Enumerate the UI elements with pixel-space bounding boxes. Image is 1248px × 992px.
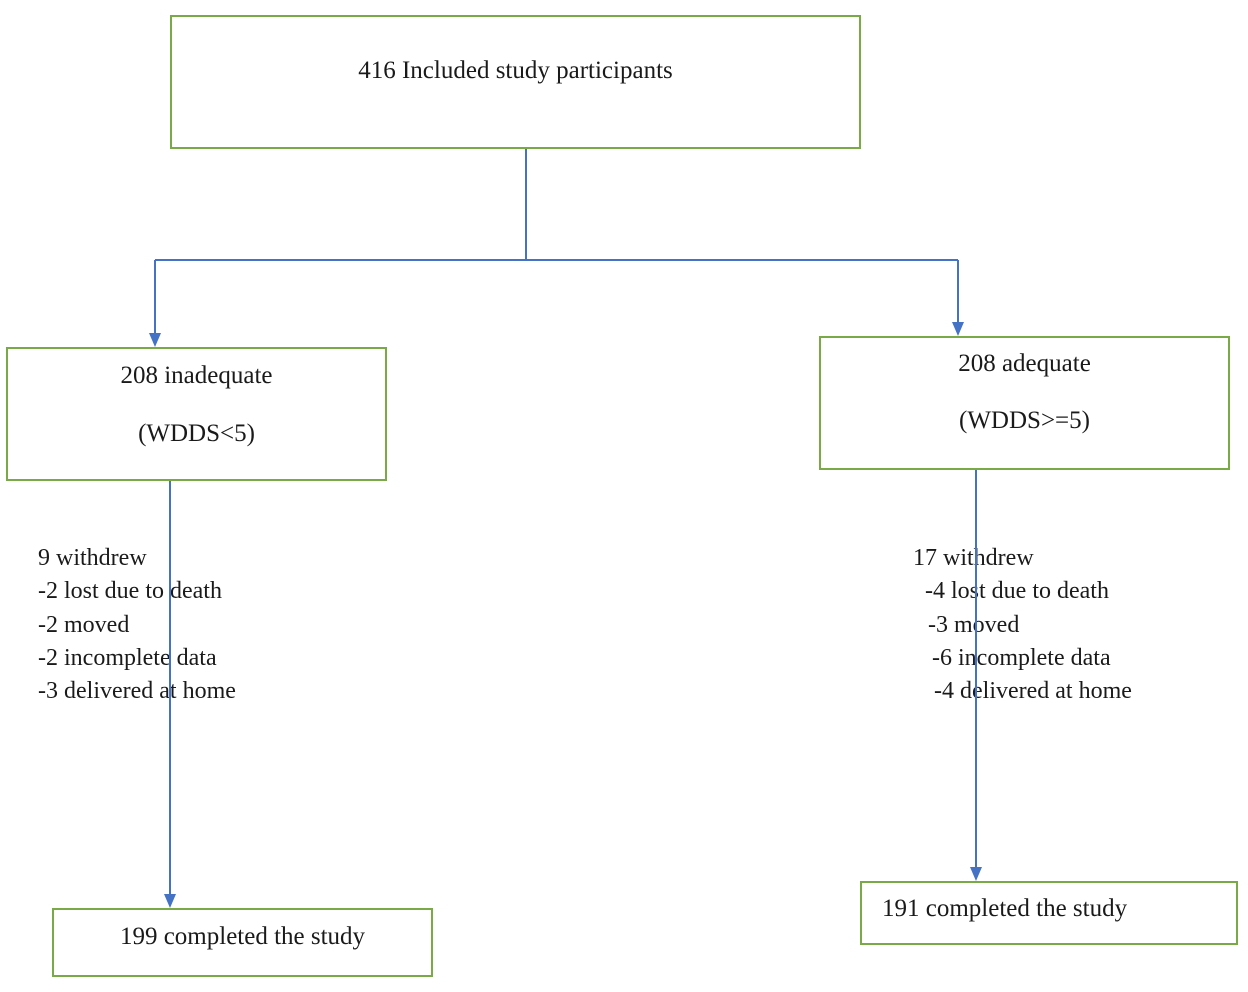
left-withdrawn-item: -2 moved (38, 611, 130, 638)
right-withdrawn-item: -4 delivered at home (934, 678, 1132, 705)
right-withdrawn-item: -6 incomplete data (932, 644, 1111, 671)
right-completed-label: 191 completed the study (882, 895, 1128, 922)
left-withdrawn-header: 9 withdrew (38, 545, 147, 571)
top-box-included-participants: 416 Included study participants (170, 15, 861, 149)
right-withdrawn-header: 17 withdrew (913, 545, 1034, 571)
left-group-arrowhead-icon (149, 333, 161, 347)
left-withdrawn-item: -2 lost due to death (38, 578, 222, 605)
left-completed-label: 199 completed the study (119, 923, 366, 950)
inadequate-criterion: (WDDS<5) (138, 420, 255, 447)
right-box-completed: 191 completed the study (860, 881, 1238, 945)
adequate-criterion: (WDDS>=5) (959, 407, 1090, 434)
adequate-label: 208 adequate (958, 350, 1091, 377)
left-withdrawn-item: -2 incomplete data (38, 644, 217, 671)
right-completed-arrowhead-icon (970, 867, 982, 881)
left-withdrawn-item: -3 delivered at home (38, 678, 236, 705)
included-participants-label: 416 Included study participants (358, 57, 673, 84)
inadequate-label: 208 inadequate (120, 362, 273, 389)
right-box-adequate: 208 adequate (WDDS>=5) (819, 336, 1230, 470)
right-withdrawn-item: -3 moved (928, 611, 1020, 638)
left-withdrawal-notes: 9 withdrew -2 lost due to death -2 moved… (38, 542, 236, 708)
right-withdrawal-notes: 17 withdrew -4 lost due to death -3 move… (913, 542, 1132, 708)
right-group-arrowhead-icon (952, 322, 964, 336)
left-box-inadequate: 208 inadequate (WDDS<5) (6, 347, 387, 481)
left-box-completed: 199 completed the study (52, 908, 433, 977)
right-withdrawn-item: -4 lost due to death (925, 578, 1109, 605)
left-completed-arrowhead-icon (164, 894, 176, 908)
